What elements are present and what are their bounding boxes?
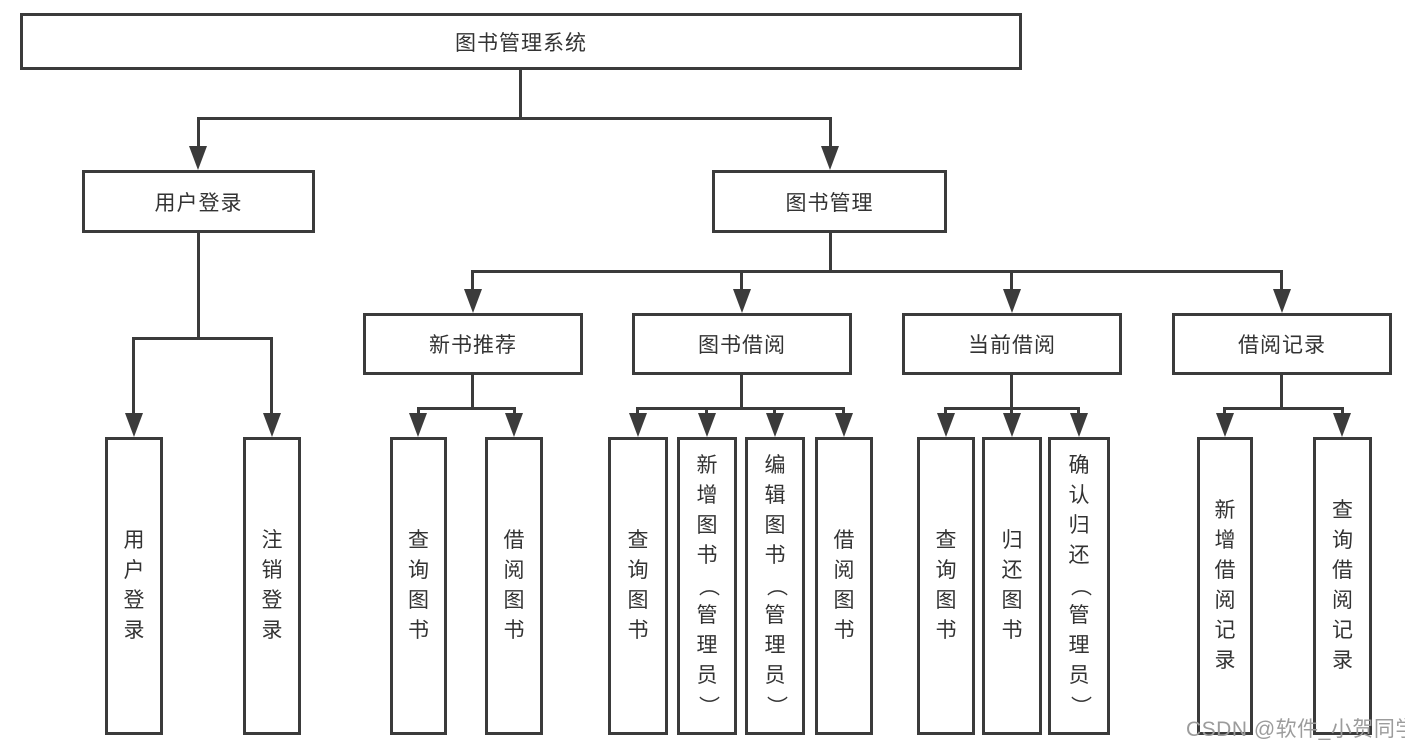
leaf-add-book-admin: 新增图书（管理员）	[677, 437, 737, 735]
arrow-down-icon	[189, 146, 207, 170]
connector-vline	[829, 117, 832, 148]
connector-hline	[417, 407, 516, 410]
node-user-login: 用户登录	[82, 170, 315, 233]
leaf-return-book: 归还图书	[982, 437, 1042, 735]
leaf-borrow-books: 借阅图书	[815, 437, 873, 735]
arrow-down-icon	[1333, 413, 1351, 437]
node-new-book-recommend: 新书推荐	[363, 313, 583, 375]
arrow-down-icon	[1003, 413, 1021, 437]
node-library-system: 图书管理系统	[20, 13, 1022, 70]
arrow-down-icon	[1003, 289, 1021, 313]
arrow-down-icon	[1216, 413, 1234, 437]
node-book-management: 图书管理	[712, 170, 947, 233]
connector-hline	[471, 270, 1283, 273]
connector-vline	[519, 69, 522, 119]
connector-vline	[740, 375, 743, 409]
arrow-down-icon	[409, 413, 427, 437]
connector-vline	[270, 337, 273, 415]
arrow-down-icon	[1070, 413, 1088, 437]
arrow-down-icon	[733, 289, 751, 313]
leaf-borrow-books-recommend: 借阅图书	[485, 437, 543, 735]
arrow-down-icon	[698, 413, 716, 437]
connector-vline	[471, 375, 474, 409]
connector-hline	[1223, 407, 1344, 410]
arrow-down-icon	[821, 146, 839, 170]
arrow-down-icon	[464, 289, 482, 313]
connector-vline	[829, 233, 832, 273]
node-borrowing-records: 借阅记录	[1172, 313, 1392, 375]
arrow-down-icon	[263, 413, 281, 437]
leaf-add-borrow-record: 新增借阅记录	[1197, 437, 1253, 735]
arrow-down-icon	[937, 413, 955, 437]
connector-vline	[197, 233, 200, 340]
arrow-down-icon	[1273, 289, 1291, 313]
node-current-borrowing: 当前借阅	[902, 313, 1122, 375]
leaf-query-books-recommend: 查询图书	[390, 437, 447, 735]
leaf-user-login: 用户登录	[105, 437, 163, 735]
csdn-watermark: CSDN @软件_小贺同学	[1186, 718, 1405, 741]
leaf-logout-login: 注销登录	[243, 437, 301, 735]
connector-vline	[740, 270, 743, 291]
connector-hline	[132, 337, 273, 340]
leaf-confirm-return-admin: 确认归还（管理员）	[1048, 437, 1110, 735]
arrow-down-icon	[505, 413, 523, 437]
connector-vline	[132, 337, 135, 415]
arrow-down-icon	[125, 413, 143, 437]
connector-vline	[1280, 375, 1283, 409]
node-book-borrowing: 图书借阅	[632, 313, 852, 375]
arrow-down-icon	[766, 413, 784, 437]
arrow-down-icon	[629, 413, 647, 437]
connector-vline	[471, 270, 474, 291]
connector-vline	[1010, 375, 1013, 409]
connector-vline	[1280, 270, 1283, 291]
leaf-query-books-current: 查询图书	[917, 437, 975, 735]
leaf-query-borrow-record: 查询借阅记录	[1313, 437, 1372, 735]
connector-hline	[636, 407, 845, 410]
connector-hline	[197, 117, 832, 120]
leaf-query-books-borrow: 查询图书	[608, 437, 668, 735]
connector-vline	[197, 117, 200, 148]
leaf-edit-book-admin: 编辑图书（管理员）	[745, 437, 805, 735]
arrow-down-icon	[835, 413, 853, 437]
connector-vline	[1010, 270, 1013, 291]
